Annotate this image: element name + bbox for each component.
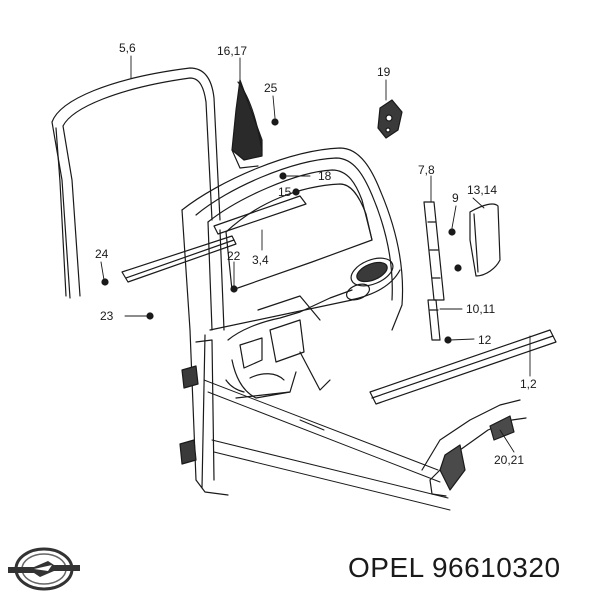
door-inner-panel bbox=[225, 289, 353, 399]
outer-belt-moulding bbox=[121, 235, 237, 283]
window-regulator bbox=[421, 399, 527, 497]
callout-23: 23 bbox=[100, 309, 114, 323]
rear-trim-panel bbox=[469, 203, 501, 277]
callout-9: 9 bbox=[452, 191, 459, 205]
opel-logo-icon bbox=[8, 547, 80, 591]
callout-22: 22 bbox=[227, 249, 241, 263]
door-hinge-lower bbox=[179, 439, 197, 465]
part-number-caption: OPEL 96610320 bbox=[348, 552, 561, 583]
fasteners bbox=[101, 118, 462, 344]
callout-labels: 5,6 16,17 25 19 18 15 7,8 9 13,14 24 22 … bbox=[95, 41, 537, 467]
callout-19: 19 bbox=[377, 65, 391, 79]
bracket-part bbox=[377, 99, 403, 139]
callout-7-8: 7,8 bbox=[418, 163, 435, 177]
callout-15: 15 bbox=[278, 185, 292, 199]
callout-1-2: 1,2 bbox=[520, 377, 537, 391]
rear-channel-strip bbox=[423, 201, 445, 301]
leader-lines bbox=[100, 55, 531, 453]
inner-belt-strip bbox=[213, 195, 307, 235]
callout-24: 24 bbox=[95, 247, 109, 261]
callout-5-6: 5,6 bbox=[119, 41, 136, 55]
window-guide-rail bbox=[427, 299, 441, 341]
callout-20-21: 20,21 bbox=[494, 453, 524, 467]
door-shell bbox=[181, 147, 404, 496]
regulator-rails bbox=[203, 379, 451, 511]
window-glass bbox=[225, 183, 373, 291]
callout-10-11: 10,11 bbox=[466, 302, 495, 316]
callout-3-4: 3,4 bbox=[252, 253, 269, 267]
door-hinge-upper bbox=[181, 365, 199, 389]
sill-moulding bbox=[369, 329, 557, 405]
callout-12: 12 bbox=[478, 333, 492, 347]
interior-door-handle bbox=[345, 257, 394, 301]
window-run-channel bbox=[51, 67, 221, 299]
callout-25: 25 bbox=[264, 81, 278, 95]
callout-13-14: 13,14 bbox=[467, 183, 497, 197]
callout-16-17: 16,17 bbox=[217, 44, 247, 58]
quarter-window-glass bbox=[231, 79, 263, 169]
callout-18: 18 bbox=[318, 169, 332, 183]
